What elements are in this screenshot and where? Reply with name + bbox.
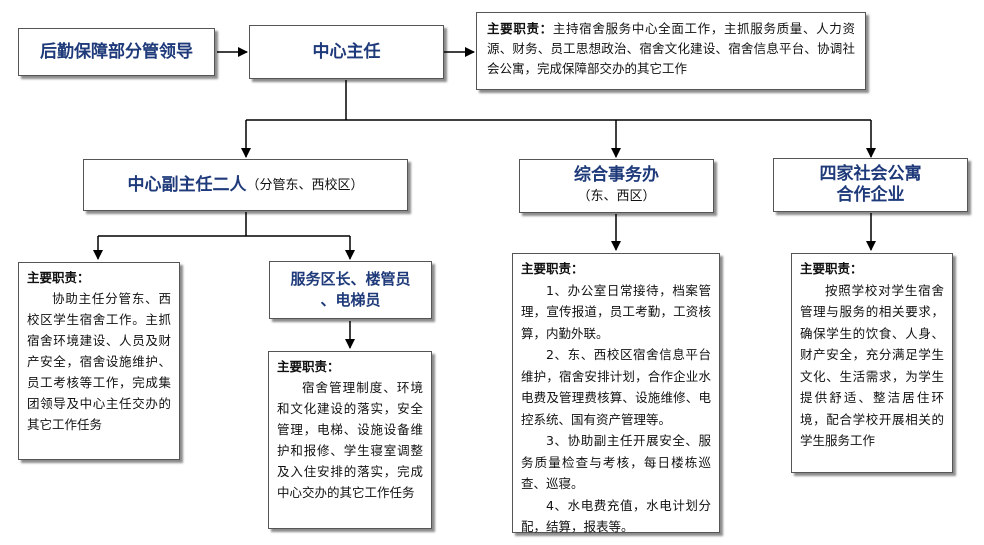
director-duty-text: 主持宿舍服务中心全面工作，主抓服务质量、人力资源、财务、员工思想政治、宿舍文化建… (487, 21, 855, 76)
apartment-duty-label: 主要职责： (800, 261, 863, 276)
deputy-duty-box: 主要职责： 协助主任分管东、西校区学生宿舍工作。主抓宿舍环境建设、人员及财产安全… (18, 262, 180, 460)
office-duty-box: 主要职责： 1、办公室日常接待，档案管理，宣传报道，员工考勤，工资核算，内勤外联… (512, 253, 720, 534)
office-scope: （东、西区） (577, 189, 656, 204)
deputy-director-scope: （分管东、西校区） (246, 177, 364, 193)
director-duty-box: 主要职责：主持宿舍服务中心全面工作，主抓服务质量、人力资源、财务、员工思想政治、… (476, 12, 866, 90)
apartment-duty-text: 按照学校对学生宿舍管理与服务的相关要求，确保学生的饮食、人身、财产安全，充分满足… (800, 282, 944, 449)
area-manager-label-2: 、电梯员 (320, 291, 381, 309)
center-director-label: 中心主任 (312, 41, 381, 62)
logistics-leader-box: 后勤保障部分管领导 (18, 28, 215, 76)
apartment-duty-box: 主要职责： 按照学校对学生宿舍管理与服务的相关要求，确保学生的饮食、人身、财产安… (791, 253, 953, 473)
area-manager-duty-label: 主要职责： (277, 359, 340, 374)
area-manager-box: 服务区长、楼管员 、电梯员 (269, 261, 432, 319)
deputy-director-label: 中心副主任二人 (127, 174, 247, 195)
director-duty-label: 主要职责： (487, 21, 553, 36)
office-duty-item-2: 2、东、西校区宿舍信息平台维护，宿舍安排计划，合作企业水电费及管理费核算、设施维… (521, 347, 711, 427)
logistics-leader-label: 后勤保障部分管领导 (40, 41, 193, 62)
office-duty-item-4: 4、水电费充值，水电计划分配，结算，报表等。 (521, 497, 711, 535)
area-manager-duty-box: 主要职责： 宿舍管理制度、环境和文化建设的落实，安全管理，电梯、设施设备维护和报… (268, 351, 432, 529)
area-manager-label-1: 服务区长、楼管员 (290, 270, 411, 288)
deputy-duty-label: 主要职责： (27, 270, 90, 285)
deputy-duty-text: 协助主任分管东、西校区学生宿舍工作。主抓宿舍环境建设、人员及财产安全，宿舍设施维… (27, 291, 171, 432)
office-box: 综合事务办 （东、西区） (519, 159, 714, 213)
office-duty-item-3: 3、协助副主任开展安全、服务质量检查与考核，每日楼栋巡查、巡寝。 (521, 433, 711, 491)
office-duty-item-1: 1、办公室日常接待，档案管理，宣传报道，员工考勤，工资核算，内勤外联。 (521, 282, 711, 341)
apartment-box: 四家社会公寓 合作企业 (773, 158, 968, 212)
office-duty-label: 主要职责： (521, 261, 584, 276)
center-director-box: 中心主任 (249, 25, 444, 79)
office-label: 综合事务办 (574, 165, 659, 185)
apartment-label-2: 合作企业 (836, 185, 905, 205)
apartment-label-1: 四家社会公寓 (819, 164, 922, 184)
area-manager-duty-text: 宿舍管理制度、环境和文化建设的落实，安全管理，电梯、设施设备维护和报修、学生寝室… (277, 380, 423, 500)
deputy-director-box: 中心副主任二人（分管东、西校区） (83, 159, 408, 211)
